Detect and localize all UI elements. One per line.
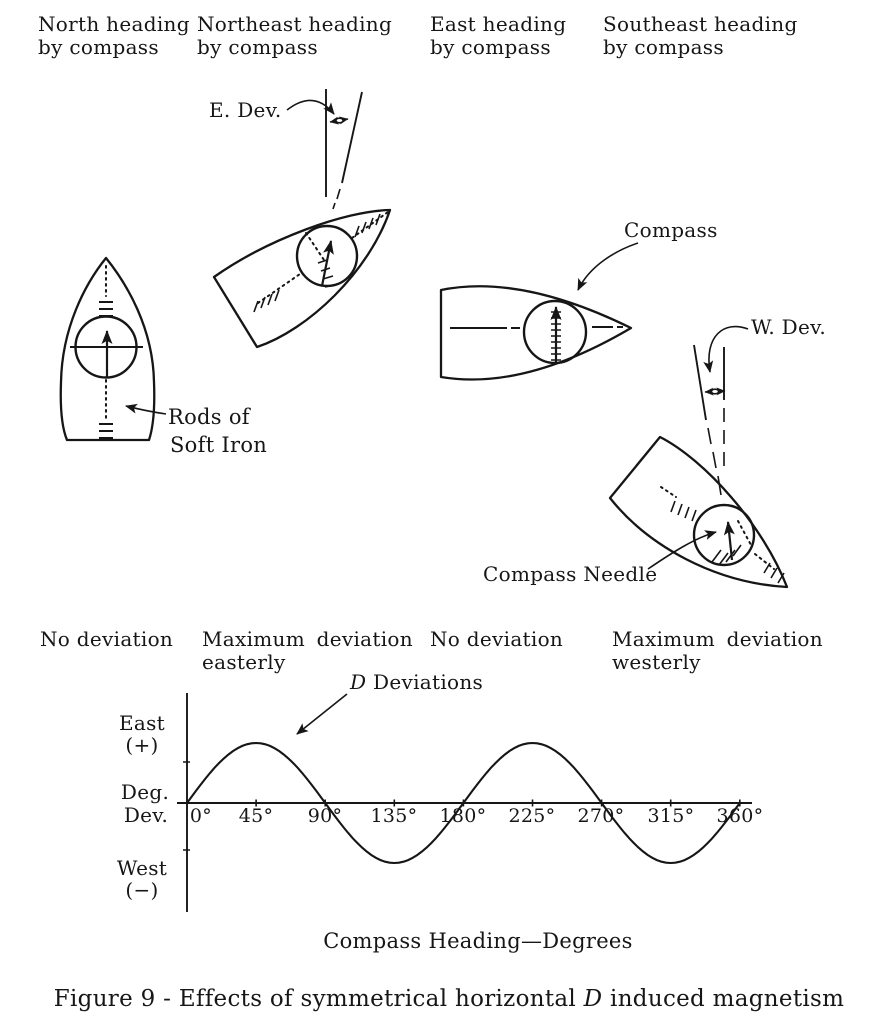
x-tick-label: 45° — [239, 805, 274, 827]
deviated-needle-line-2-dashes — [707, 427, 722, 496]
compass-callout: Compass — [577, 218, 718, 291]
deviation-max-east-line2: easterly — [202, 650, 286, 674]
d-deviations-label: D Deviations — [349, 670, 483, 694]
x-tick-label: 360° — [717, 805, 764, 827]
boat-east-hull — [439, 285, 633, 381]
heading-north-line2: by compass — [38, 35, 159, 59]
deviation-max-west-line1: Maximum deviation — [612, 627, 823, 651]
y-label-east: East — [119, 711, 165, 735]
figure-caption: Figure 9 - Effects of symmetrical horizo… — [54, 986, 845, 1012]
heading-northeast-line2: by compass — [197, 35, 318, 59]
west-deviation-label: W. Dev. — [751, 315, 826, 339]
boat-southeast-hull — [608, 435, 789, 589]
y-axis-ticks — [183, 761, 190, 851]
rods-label-line1: Rods of — [168, 405, 252, 429]
boat-north — [59, 256, 156, 442]
d-deviations-rest: Deviations — [366, 670, 483, 694]
west-deviation-reference-lines — [693, 344, 726, 496]
heading-east-line2: by compass — [430, 35, 551, 59]
east-deviation-reference-lines — [325, 89, 363, 210]
y-axis-labels: East (+) Deg. Dev. West (−) — [117, 711, 169, 902]
boat-southeast — [608, 344, 789, 589]
boat-northeast — [212, 89, 392, 349]
deviated-needle-line — [341, 91, 363, 184]
deviation-max-east-line1: Maximum deviation — [202, 627, 413, 651]
x-tick-label: 135° — [371, 805, 418, 827]
deviation-none-1: No deviation — [40, 627, 173, 651]
rods-of-soft-iron-callout: Rods of Soft Iron — [125, 403, 267, 457]
west-deviation-arrow-icon — [703, 325, 749, 373]
compass-label: Compass — [624, 218, 718, 242]
east-deviation-lens-icon — [335, 117, 344, 124]
d-deviations-emph: D — [349, 670, 366, 694]
deviation-max-west-line2: westerly — [612, 650, 701, 674]
caption-emph: D — [583, 986, 603, 1012]
boat-southeast-compass-circle — [692, 503, 756, 567]
boat-north-soft-iron-rod-marks — [99, 265, 113, 439]
boat-east-soft-iron-rod-marks — [450, 311, 623, 361]
east-deviation-label: E. Dev. — [209, 98, 282, 122]
boat-northeast-hull — [212, 208, 392, 349]
heading-east-line1: East heading — [430, 12, 566, 36]
boat-northeast-soft-iron-rod-marks — [253, 211, 389, 313]
deviated-needle-line-2 — [693, 344, 707, 421]
west-deviation-lens-icon — [710, 388, 720, 395]
boat-east — [439, 285, 633, 381]
heading-labels: North heading by compass Northeast headi… — [38, 12, 798, 59]
deviation-sine-curve — [186, 741, 741, 865]
deviation-chart: D Deviations East (+) Deg. Dev. West (−)… — [117, 670, 764, 953]
boat-southeast-soft-iron-rod-marks — [660, 486, 785, 584]
x-axis-title: Compass Heading—Degrees — [323, 929, 632, 953]
compass-needle-callout: Compass Needle — [483, 530, 717, 586]
x-tick-label: 225° — [509, 805, 556, 827]
west-deviation-callout: W. Dev. — [703, 315, 826, 373]
x-tick-label: 90° — [308, 805, 343, 827]
compass-needle-label: Compass Needle — [483, 562, 657, 586]
deviation-row-labels: No deviation Maximum deviation easterly … — [40, 627, 823, 674]
y-label-plus: (+) — [125, 733, 158, 757]
x-tick-labels: 0° 45° 90° 135° 180° 225° 270° 315° 360° — [190, 805, 764, 827]
rods-arrow-icon — [125, 403, 167, 415]
caption-prefix: Figure 9 - Effects of symmetrical horizo… — [54, 986, 584, 1012]
d-deviations-arrow-icon — [296, 693, 348, 735]
heading-northeast-line1: Northeast heading — [197, 12, 392, 36]
x-tick-label: 270° — [578, 805, 625, 827]
x-tick-label: 315° — [648, 805, 695, 827]
caption-suffix: induced magnetism — [602, 986, 844, 1012]
heading-southeast-line1: Southeast heading — [603, 12, 798, 36]
x-tick-label: 0° — [190, 805, 212, 827]
y-label-minus: (−) — [125, 878, 158, 902]
compass-arrow-icon — [577, 242, 639, 291]
heading-north-line1: North heading — [38, 12, 190, 36]
heading-southeast-line2: by compass — [603, 35, 724, 59]
compass-needle-arrow-icon — [647, 530, 717, 570]
deviated-needle-line-dashes — [332, 188, 341, 210]
y-label-west: West — [117, 856, 167, 880]
boat-north-hull — [59, 256, 156, 442]
y-label-deg: Deg. — [121, 780, 169, 804]
rods-label-line2: Soft Iron — [170, 433, 267, 457]
east-deviation-arrow-icon — [286, 99, 335, 115]
y-label-dev: Dev. — [124, 803, 168, 827]
east-deviation-callout: E. Dev. — [209, 98, 335, 122]
x-tick-label: 180° — [440, 805, 487, 827]
deviation-none-2: No deviation — [430, 627, 563, 651]
